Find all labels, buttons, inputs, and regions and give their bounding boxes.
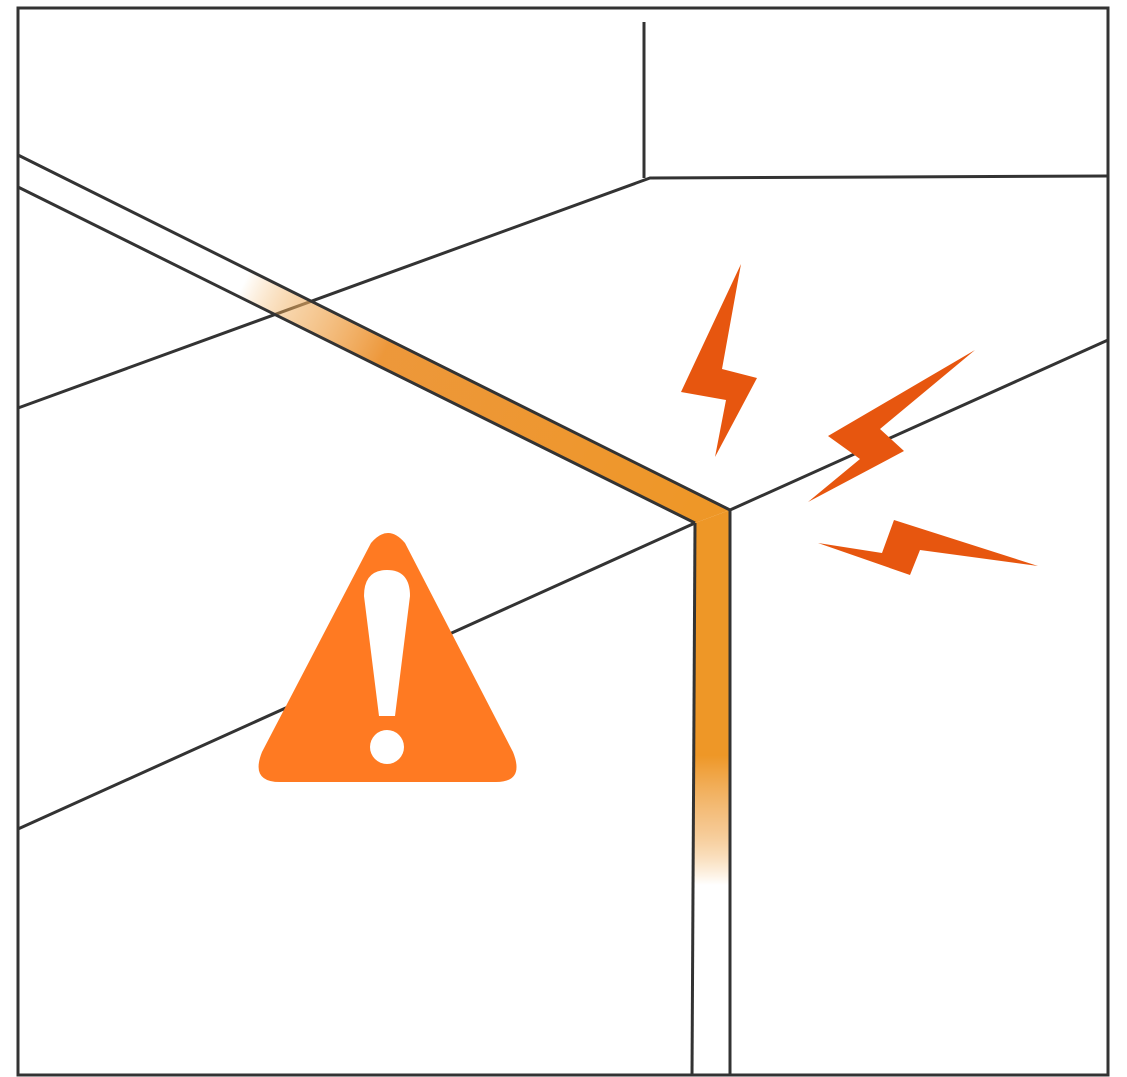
top-edge-band <box>18 155 730 523</box>
edge-banding-highlight <box>18 155 730 1075</box>
warning-triangle-icon <box>258 533 517 782</box>
vertical-edge-band <box>692 510 730 1075</box>
back-wall-edge <box>17 174 1109 410</box>
side-counter-edge <box>729 338 1109 512</box>
exclamation-bar <box>364 570 410 716</box>
top-edge-inner-line <box>17 185 696 525</box>
vertical-edge-back-line <box>690 522 697 1076</box>
impact-lightning-bolts <box>681 264 1038 575</box>
top-edge-outer-line <box>17 153 731 512</box>
exclamation-dot <box>370 730 404 764</box>
lightning-bolt-icon <box>681 264 757 457</box>
edge-band-outline <box>17 153 732 1076</box>
lightning-bolt-icon <box>818 520 1038 575</box>
